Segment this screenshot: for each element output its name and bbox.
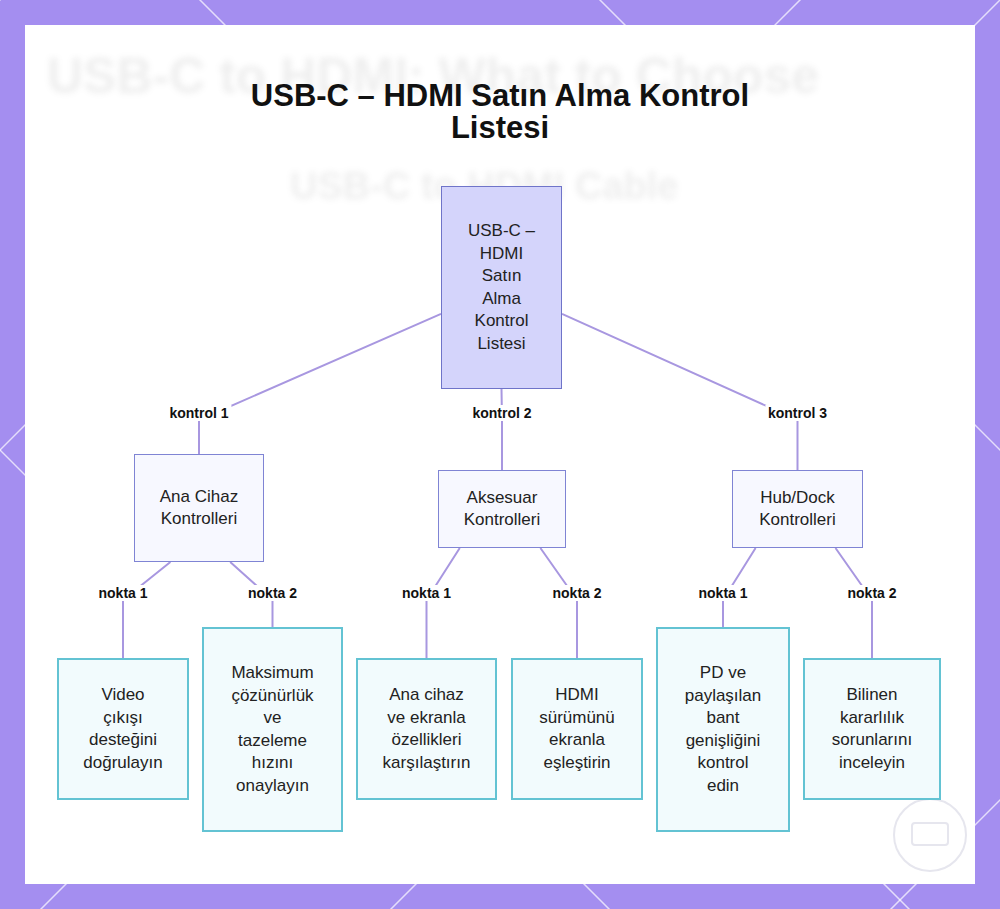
node-text: Aksesuar Kontrolleri	[450, 487, 554, 532]
check-item-box: Video çıkışı desteğini doğrulayın	[57, 658, 189, 800]
connector-label: nokta 1	[399, 585, 454, 601]
node-text: Ana cihaz ve ekranla özellikleri karşıla…	[382, 684, 472, 774]
connector-line	[501, 389, 504, 470]
node-text: Ana Cihaz Kontrolleri	[147, 486, 251, 531]
connector-line	[540, 548, 577, 658]
node-text-group: Hub/Dock Kontrolleri	[746, 487, 850, 532]
connector-line	[427, 548, 460, 658]
node-text-group: Ana Cihaz Kontrolleri	[147, 486, 251, 531]
connector-label: nokta 1	[95, 585, 150, 601]
node-text-group: Bilinen kararlılık sorunlarını inceleyin	[827, 684, 917, 774]
connector-label: nokta 2	[549, 585, 604, 601]
check-item-box: Maksimum çözünürlük ve tazeleme hızını o…	[202, 627, 343, 832]
node-text: Video çıkışı desteğini doğrulayın	[82, 684, 164, 774]
node-text-group: HDMI sürümünü ekranla eşleştirin	[532, 684, 622, 774]
check-item-box: Bilinen kararlılık sorunlarını inceleyin	[803, 658, 941, 800]
node-text: PD ve paylaşılan bant genişliğini kontro…	[683, 662, 763, 797]
connector-label: nokta 2	[245, 585, 300, 601]
node-text-group: USB-C – HDMI Satın Alma Kontrol Listesi	[465, 220, 539, 355]
node-text-group: Video çıkışı desteğini doğrulayın	[82, 684, 164, 774]
icon-circle	[894, 799, 966, 871]
node-text-group: Aksesuar Kontrolleri	[450, 487, 554, 532]
node-text-group: Maksimum çözünürlük ve tazeleme hızını o…	[229, 662, 317, 797]
root-box: USB-C – HDMI Satın Alma Kontrol Listesi	[441, 186, 562, 389]
node-text: USB-C – HDMI Satın Alma Kontrol Listesi	[465, 220, 539, 355]
connector-line	[123, 562, 170, 658]
node-text-group: Ana cihaz ve ekranla özellikleri karşıla…	[382, 684, 472, 774]
node-text: Hub/Dock Kontrolleri	[746, 487, 850, 532]
connector-line	[562, 314, 798, 470]
connector-label: kontrol 2	[469, 405, 534, 421]
node-text: HDMI sürümünü ekranla eşleştirin	[532, 684, 622, 774]
node-text: Maksimum çözünürlük ve tazeleme hızını o…	[229, 662, 317, 797]
connector-label: nokta 1	[695, 585, 750, 601]
category-box: Ana Cihaz Kontrolleri	[134, 454, 264, 562]
connector-line	[199, 314, 441, 454]
diagram-title: USB-C – HDMI Satın Alma Kontrol Listesi	[220, 80, 780, 144]
connector-label: nokta 2	[844, 585, 899, 601]
check-item-box: Ana cihaz ve ekranla özellikleri karşıla…	[356, 658, 497, 800]
icon-screen	[912, 823, 948, 845]
node-text: Bilinen kararlılık sorunlarını inceleyin	[827, 684, 917, 774]
connector-line	[835, 548, 872, 658]
category-box: Aksesuar Kontrolleri	[438, 470, 566, 548]
category-box: Hub/Dock Kontrolleri	[732, 470, 863, 548]
connector-label: kontrol 1	[166, 405, 231, 421]
connector-label: kontrol 3	[765, 405, 830, 421]
node-text-group: PD ve paylaşılan bant genişliğini kontro…	[683, 662, 763, 797]
check-item-box: PD ve paylaşılan bant genişliğini kontro…	[656, 627, 790, 832]
check-item-box: HDMI sürümünü ekranla eşleştirin	[511, 658, 643, 800]
